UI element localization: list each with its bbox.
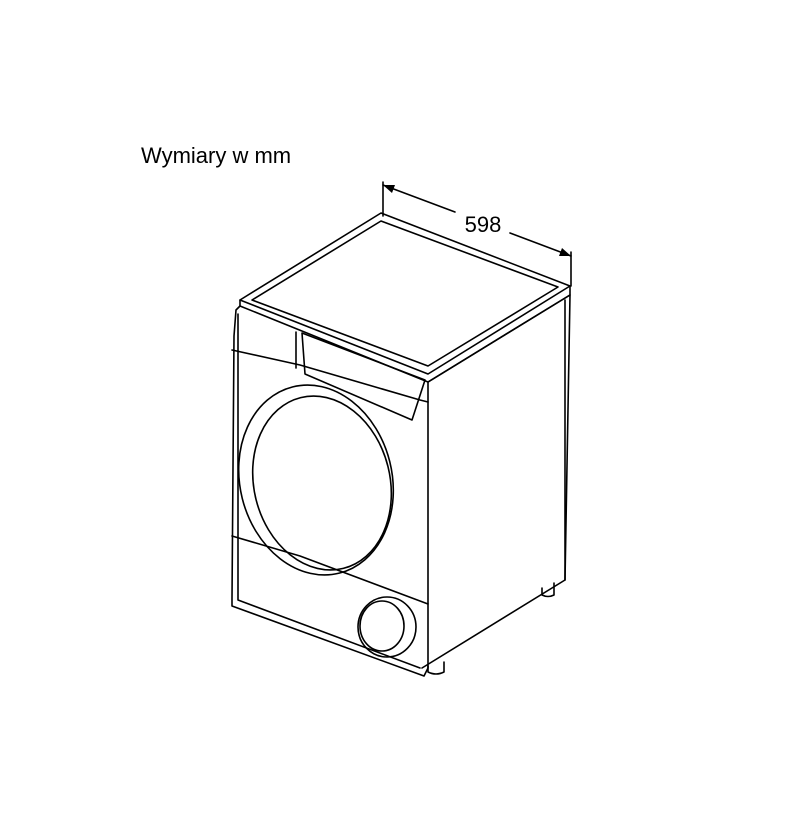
width-dimension-label: 598 xyxy=(465,212,502,237)
dimension-arrow-right xyxy=(559,248,571,256)
door-outer xyxy=(237,384,395,576)
plinth-line xyxy=(231,535,429,605)
dimension-line-left xyxy=(382,184,456,213)
top-panel-edge xyxy=(239,285,571,383)
filter-hatch-inner xyxy=(359,600,405,652)
dimension-arrow-left xyxy=(383,185,395,193)
display-window xyxy=(301,332,426,421)
filter-hatch-outer xyxy=(357,596,417,658)
top-panel-inner xyxy=(251,220,559,367)
door-inner xyxy=(251,395,393,571)
side-panel xyxy=(421,294,571,669)
units-caption: Wymiary w mm xyxy=(141,143,292,168)
front-foot xyxy=(427,661,445,675)
front-panel-inner-line xyxy=(237,313,421,669)
control-panel-band xyxy=(231,349,429,403)
back-foot xyxy=(541,582,555,598)
front-panel-outline xyxy=(231,305,429,677)
